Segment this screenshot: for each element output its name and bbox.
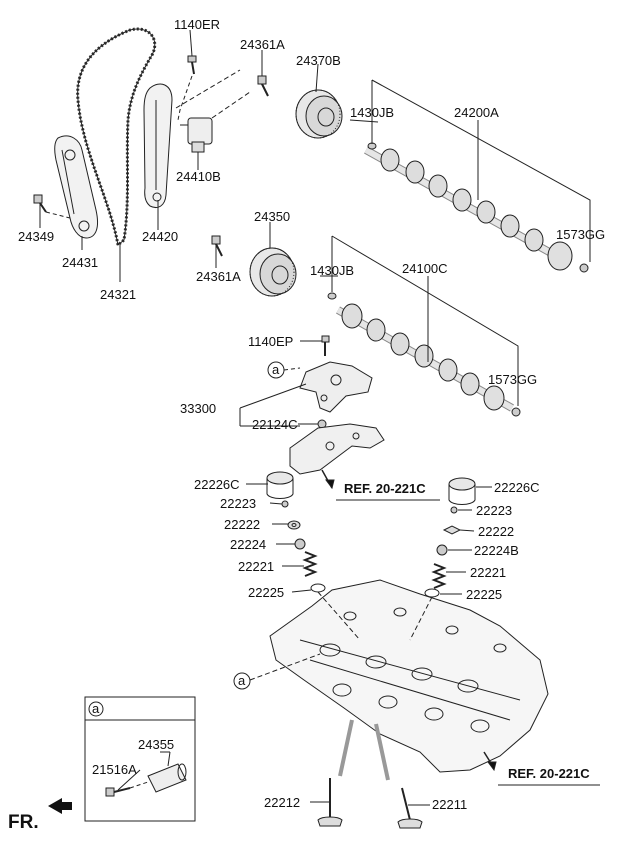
label-33300: 33300: [180, 401, 217, 416]
label-22221-right: 22221: [470, 565, 507, 580]
timing-chain-24321: [76, 27, 157, 248]
label-24321: 24321: [100, 287, 137, 302]
plug-1430JB-mid: [327, 292, 337, 300]
label-24361A-mid: 24361A: [196, 269, 241, 284]
label-24361A-top: 24361A: [240, 37, 285, 52]
retainer-key-22223-right: [450, 506, 458, 514]
callout-a-circle: [267, 361, 301, 379]
tappet-22226C-left: [266, 471, 294, 499]
label-21516A: 21516A: [92, 762, 137, 777]
label-22223-left: 22223: [220, 496, 257, 511]
label-24370B: 24370B: [296, 53, 341, 68]
spring-seat-22225-left: [310, 583, 326, 593]
label-22225-left: 22225: [248, 585, 285, 600]
label-1140ER: 1140ER: [174, 17, 221, 32]
label-22226C-right: 22226C: [494, 480, 540, 495]
bolt-21516A: [105, 781, 149, 797]
valve-22212: [317, 778, 343, 827]
label-22124C: 22124C: [252, 417, 298, 432]
seal-22224B-right: [436, 544, 448, 556]
label-22226C-left: 22226C: [194, 477, 240, 492]
cam-carrier-ref: [289, 423, 385, 475]
spring-retainer-22222-left: [287, 520, 301, 530]
cylinder-head: [269, 579, 549, 773]
plug-1573GG-top: [579, 263, 589, 273]
label-24410B: 24410B: [176, 169, 221, 184]
label-1430JB-mid: 1430JB: [310, 263, 355, 278]
valve-22211: [397, 787, 423, 829]
bolt-1140EP: [321, 335, 330, 356]
label-1573GG-mid: 1573GG: [488, 372, 538, 387]
inset-box-a: [84, 696, 196, 822]
seal-22224-left: [294, 538, 306, 550]
label-22222-right: 22222: [478, 524, 515, 539]
retainer-key-22223-left: [281, 500, 289, 508]
label-24200A: 24200A: [454, 105, 499, 120]
label-24350: 24350: [254, 209, 291, 224]
ref-label-20-221C-head: REF. 20-221C: [508, 766, 590, 781]
ref-label-20-221C-carrier: REF. 20-221C: [344, 481, 426, 496]
chain-tensioner-24410B: [180, 117, 213, 153]
bolt-1140ER: [177, 55, 197, 121]
oil-control-valve-bracket-33300: [299, 361, 373, 413]
label-24431: 24431: [62, 255, 99, 270]
camshaft-24200A: [364, 146, 573, 271]
bolt-24361A-top: [257, 75, 269, 97]
plug-1573GG-mid: [511, 407, 521, 417]
label-callout-a: a: [272, 362, 280, 377]
label-24349: 24349: [18, 229, 55, 244]
label-22224B: 22224B: [474, 543, 519, 558]
valve-spring-22221-right: [431, 563, 447, 589]
label-24100C: 24100C: [402, 261, 448, 276]
label-22224: 22224: [230, 537, 267, 552]
label-22223-right: 22223: [476, 503, 513, 518]
cam-sprocket-24370B: [295, 89, 343, 139]
label-22221-left: 22221: [238, 559, 275, 574]
tappet-22226C-right: [448, 477, 476, 505]
label-1573GG-top: 1573GG: [556, 227, 606, 242]
oil-control-valve-24355: [147, 751, 187, 793]
label-24355: 24355: [138, 737, 175, 752]
front-label: FR.: [8, 812, 39, 833]
front-direction-arrow: [48, 798, 72, 814]
label-22211: 22211: [432, 797, 468, 812]
label-1140EP: 1140EP: [248, 334, 294, 349]
label-22222-left: 22222: [224, 517, 261, 532]
label-callout-a-head: a: [238, 673, 246, 688]
camshaft-24100C: [336, 303, 514, 412]
label-22225-right: 22225: [466, 587, 503, 602]
callout-a-head-circle: [233, 672, 251, 690]
chain-guide-24420: [143, 83, 173, 209]
bolt-24361A-mid: [211, 235, 223, 257]
label-24420: 24420: [142, 229, 179, 244]
bolt-24349: [33, 194, 71, 219]
valve-spring-22221-left: [302, 551, 318, 577]
label-22212: 22212: [264, 795, 301, 810]
label-inset-a: a: [92, 701, 100, 716]
cam-sprocket-24350: [249, 247, 297, 297]
spring-retainer-22222-right: [442, 525, 462, 535]
chain-guide-24431: [54, 135, 99, 239]
label-1430JB-top: 1430JB: [350, 105, 395, 120]
